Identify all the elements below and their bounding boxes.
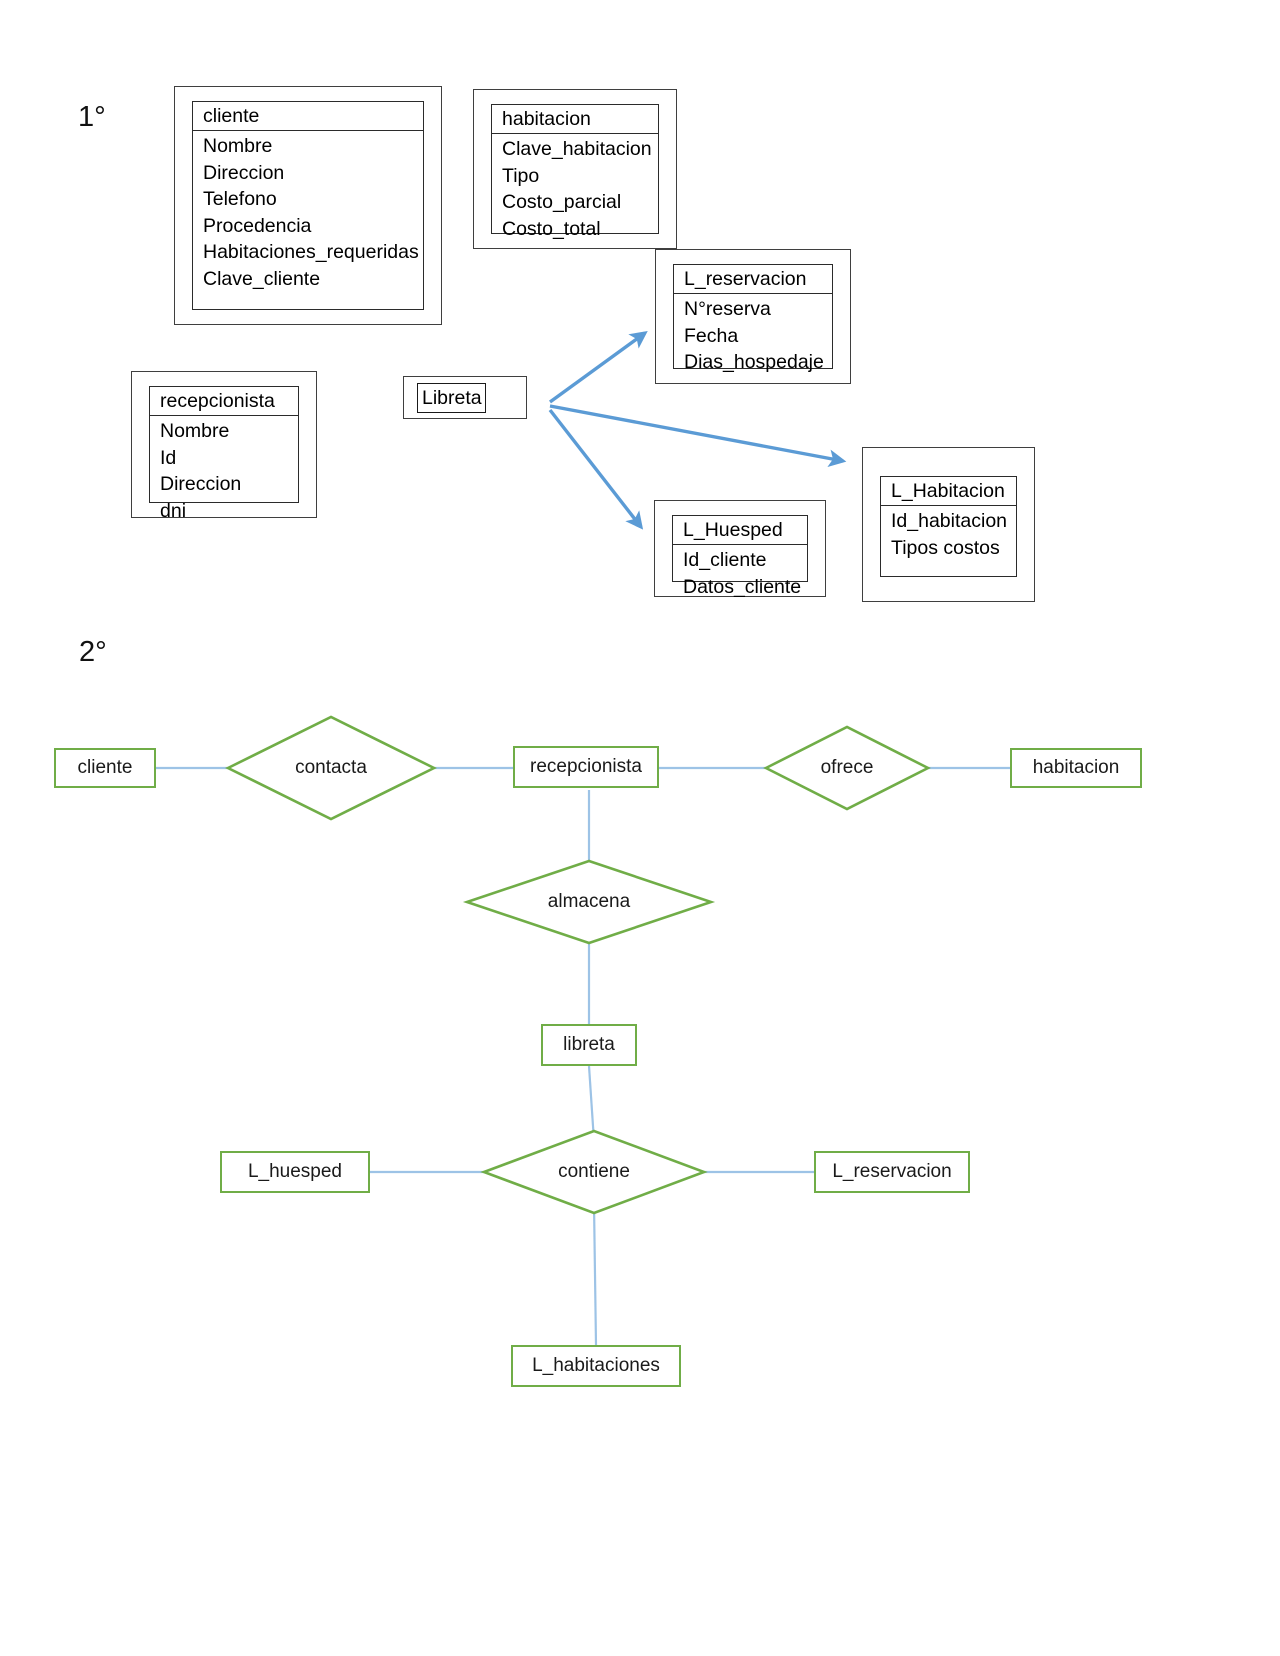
entity-habitacion-title: habitacion <box>492 105 658 134</box>
entity-cliente[interactable]: cliente Nombre Direccion Telefono Proced… <box>174 86 442 325</box>
entity-l-huesped[interactable]: L_Huesped Id_cliente Datos_cliente <box>654 500 826 598</box>
entity-habitacion[interactable]: habitacion Clave_habitacion Tipo Costo_p… <box>473 89 677 249</box>
attribute: Clave_habitacion <box>502 138 652 160</box>
er-entity-habitacion[interactable]: habitacion <box>1010 748 1142 788</box>
attribute: Id_habitacion <box>891 510 1008 532</box>
attribute: Fecha <box>684 324 739 347</box>
er-entity-l-huesped[interactable]: L_huesped <box>220 1151 370 1193</box>
attribute: Costo_parcial <box>502 191 622 214</box>
section-1-label: 1° <box>78 101 106 133</box>
entity-l-habitacion-inner: L_Habitacion Id_habitacion Tipos costos <box>880 476 1017 577</box>
attribute: Direccion <box>160 473 242 496</box>
entity-habitacion-attributes: Clave_habitacion Tipo Costo_parcial Cost… <box>492 134 658 242</box>
attribute: Id_cliente <box>683 549 767 571</box>
entity-l-habitacion-attributes: Id_habitacion Tipos costos <box>881 506 1016 561</box>
entity-habitacion-inner: habitacion Clave_habitacion Tipo Costo_p… <box>491 104 659 240</box>
connector-libreta-contiene <box>587 1065 596 1142</box>
entity-l-reservacion-inner: L_reservacion N°reserva Fecha Dias_hospe… <box>673 264 833 373</box>
relationship-label-ofrece: ofrece <box>820 756 874 778</box>
attribute: Nombre <box>160 420 230 442</box>
attribute: Procedencia <box>203 214 312 237</box>
attribute: Telefono <box>203 188 277 211</box>
er-entity-cliente[interactable]: cliente <box>54 748 156 788</box>
entity-l-reservacion-attributes: N°reserva Fecha Dias_hospedaje <box>674 294 832 376</box>
attribute: N°reserva <box>684 298 771 320</box>
arrow-libreta-to-l-habitacion <box>549 404 847 468</box>
arrow-libreta-to-l-reservacion <box>549 331 648 404</box>
entity-cliente-title: cliente <box>193 102 423 131</box>
er-entity-l-habitaciones[interactable]: L_habitaciones <box>511 1345 681 1387</box>
attribute: Dias_hospedaje <box>684 351 824 374</box>
entity-recepcionista-title: recepcionista <box>150 387 298 416</box>
libreta-box[interactable]: Libreta <box>403 376 527 419</box>
attribute: Costo_total <box>502 217 601 240</box>
entity-l-habitacion-title: L_Habitacion <box>881 477 1016 506</box>
entity-l-habitacion[interactable]: L_Habitacion Id_habitacion Tipos costos <box>862 447 1035 602</box>
er-entity-l-reservacion[interactable]: L_reservacion <box>814 1151 970 1193</box>
attribute: Tipo <box>502 164 540 187</box>
attribute: Id <box>160 446 177 469</box>
relationship-label-contacta: contacta <box>295 756 367 778</box>
entity-l-reservacion-title: L_reservacion <box>674 265 832 294</box>
attribute: Datos_cliente <box>683 575 802 598</box>
er-entity-recepcionista[interactable]: recepcionista <box>513 746 659 788</box>
section-2-label: 2° <box>79 636 107 668</box>
entity-l-huesped-attributes: Id_cliente Datos_cliente <box>673 545 807 600</box>
entity-cliente-attributes: Nombre Direccion Telefono Procedencia Ha… <box>193 131 423 293</box>
entity-l-huesped-inner: L_Huesped Id_cliente Datos_cliente <box>672 515 808 598</box>
connector-contiene-l-habitaciones <box>592 1203 598 1346</box>
arrow-libreta-to-l-huesped <box>548 408 644 530</box>
entity-recepcionista-inner: recepcionista Nombre Id Direccion dni <box>149 386 299 522</box>
attribute: Direccion <box>203 161 285 184</box>
entity-l-huesped-title: L_Huesped <box>673 516 807 545</box>
libreta-box-label: Libreta <box>417 382 486 413</box>
entity-cliente-inner: cliente Nombre Direccion Telefono Proced… <box>192 101 424 310</box>
attribute: Clave_cliente <box>203 267 321 290</box>
relationship-label-almacena: almacena <box>547 890 631 912</box>
er-entity-libreta[interactable]: libreta <box>541 1024 637 1066</box>
entity-l-reservacion[interactable]: L_reservacion N°reserva Fecha Dias_hospe… <box>655 249 851 384</box>
attribute: Tipos costos <box>891 536 1000 559</box>
relationship-label-contiene: contiene <box>558 1160 630 1182</box>
entity-recepcionista[interactable]: recepcionista Nombre Id Direccion dni <box>131 371 317 522</box>
attribute: Habitaciones_requeridas <box>203 241 419 264</box>
attribute: Nombre <box>203 135 273 157</box>
entity-recepcionista-attributes: Nombre Id Direccion dni <box>150 416 298 524</box>
attribute: dni <box>160 499 187 522</box>
